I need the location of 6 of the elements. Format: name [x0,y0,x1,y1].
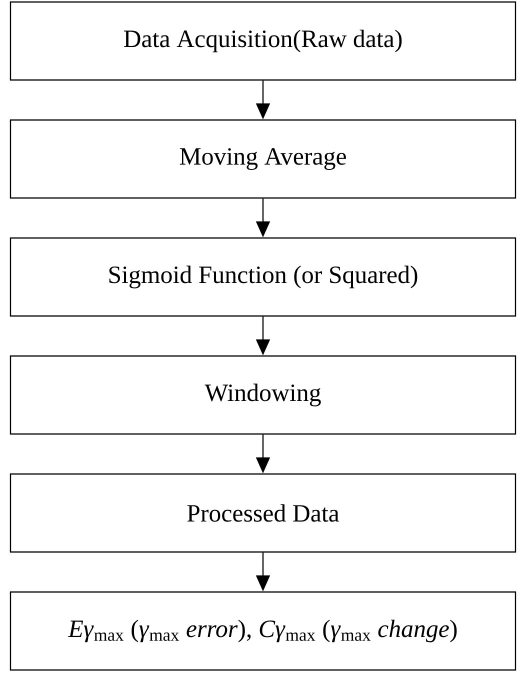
process-box: Data Acquisition(Raw data) [10,1,516,81]
process-box: Windowing [10,355,516,435]
process-box: Eγ$_{max}$ (γ$_{max}$ error), Cγ$_{max}$ (γ$_{max}$ change) [10,591,516,671]
process-box: Moving Average [10,119,516,199]
process-box: Processed Data [10,473,516,553]
process-box: Sigmoid Function (or Squared) [10,237,516,317]
